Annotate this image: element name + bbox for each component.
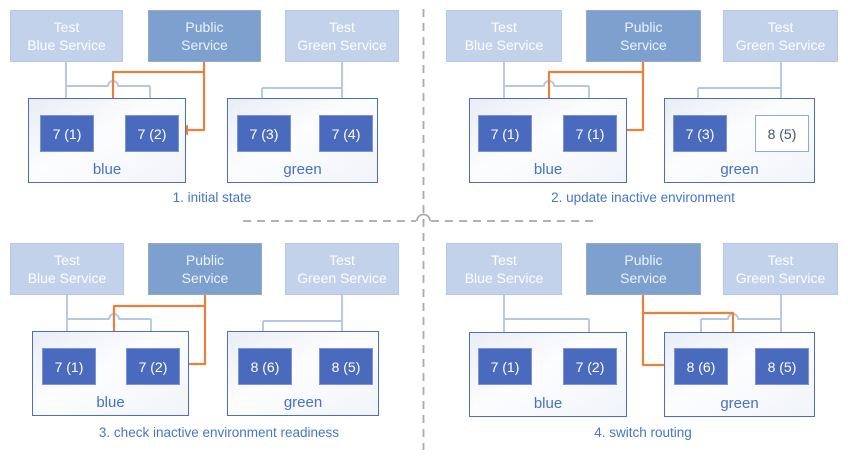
service-label: Service (181, 270, 229, 286)
service-label: Test (491, 19, 517, 35)
pod-new-version: 8 (5) (755, 115, 809, 152)
service-label: Test (54, 252, 80, 268)
environment-label: green (283, 161, 322, 178)
environment-label: blue (96, 394, 125, 411)
service-label: Green Service (297, 37, 387, 53)
pod: 7 (2) (563, 348, 617, 385)
service-label: Test (767, 19, 794, 35)
service-label: Green Service (735, 37, 826, 53)
pod: 8 (5) (755, 348, 809, 385)
service-label: Green Service (735, 270, 826, 286)
pod: 7 (1) (478, 348, 532, 385)
service-label: Test (329, 252, 355, 268)
service-label: Test (491, 252, 517, 268)
environment-label: green (283, 394, 323, 411)
pod: 8 (6) (674, 348, 728, 385)
test-blue-service-box: Test Blue Service (10, 243, 124, 295)
pod: 7 (1) (42, 348, 96, 385)
service-label: Test (329, 19, 355, 35)
panel-switch-routing: Test Blue Service Public Service Test Gr… (424, 228, 848, 456)
environment-box-blue: 7 (1) 7 (2) blue (469, 332, 627, 417)
test-blue-service-box: Test Blue Service (446, 10, 562, 62)
service-label: Test (767, 252, 794, 268)
quadrant-caption: 4. switch routing (594, 425, 692, 440)
panel-update-inactive-environment: Test Blue Service Public Service Test Gr… (424, 0, 848, 228)
service-label: Blue Service (27, 270, 107, 286)
public-service-box: Public Service (586, 10, 701, 62)
service-label: Public (624, 252, 663, 268)
pod: 8 (6) (238, 348, 292, 385)
environment-box-green: 8 (6) 8 (5) green (664, 332, 815, 417)
service-label: Green Service (297, 270, 387, 286)
environment-label: green (720, 161, 759, 178)
service-label: Blue Service (464, 37, 544, 53)
pod: 7 (4) (319, 115, 373, 152)
pod: 7 (3) (237, 115, 291, 152)
environment-label: green (720, 395, 759, 412)
public-service-box: Public Service (586, 243, 701, 295)
public-service-box: Public Service (148, 10, 261, 62)
test-blue-service-box: Test Blue Service (10, 10, 123, 62)
environment-label: blue (92, 161, 122, 178)
panel-check-inactive-environment-readiness: Test Blue Service Public Service Test Gr… (0, 228, 424, 456)
pod: 8 (5) (319, 348, 373, 385)
test-blue-service-box: Test Blue Service (446, 243, 562, 295)
test-green-service-box: Test Green Service (723, 10, 838, 62)
service-label: Public (185, 19, 224, 35)
pod: 7 (1) (478, 115, 532, 152)
service-label: Public (624, 19, 663, 35)
test-green-service-box: Test Green Service (723, 243, 838, 295)
quadrant-caption: 3. check inactive environment readiness (98, 425, 340, 440)
panel-initial-state: Test Blue Service Public Service Test Gr… (0, 0, 424, 228)
pod: 7 (2) (126, 348, 180, 385)
test-green-service-box: Test Green Service (285, 243, 399, 295)
environment-box-green: 8 (6) 8 (5) green (227, 331, 379, 416)
service-label: Service (620, 37, 667, 53)
service-label: Blue Service (464, 270, 544, 286)
service-label: Public (185, 252, 225, 268)
pod: 7 (2) (125, 115, 179, 152)
environment-box-green: 7 (3) 7 (4) green (227, 98, 378, 183)
pod: 7 (1) (563, 115, 617, 152)
environment-label: blue (533, 395, 563, 412)
pod: 7 (3) (673, 115, 727, 152)
environment-box-green: 7 (3) 8 (5) green (664, 98, 815, 183)
environment-label: blue (533, 161, 563, 178)
service-label: Service (181, 37, 228, 53)
test-green-service-box: Test Green Service (285, 10, 399, 62)
service-label: Service (620, 270, 667, 286)
environment-box-blue: 7 (1) 7 (2) blue (32, 331, 189, 416)
quadrant-caption: 2. update inactive environment (551, 190, 735, 205)
pod: 7 (1) (40, 115, 94, 152)
service-label: Blue Service (27, 37, 106, 53)
public-service-box: Public Service (148, 243, 262, 295)
service-label: Test (53, 19, 80, 35)
environment-box-blue: 7 (1) 7 (1) blue (469, 98, 627, 183)
environment-box-blue: 7 (1) 7 (2) blue (28, 98, 186, 183)
quadrant-caption: 1. initial state (172, 190, 252, 205)
